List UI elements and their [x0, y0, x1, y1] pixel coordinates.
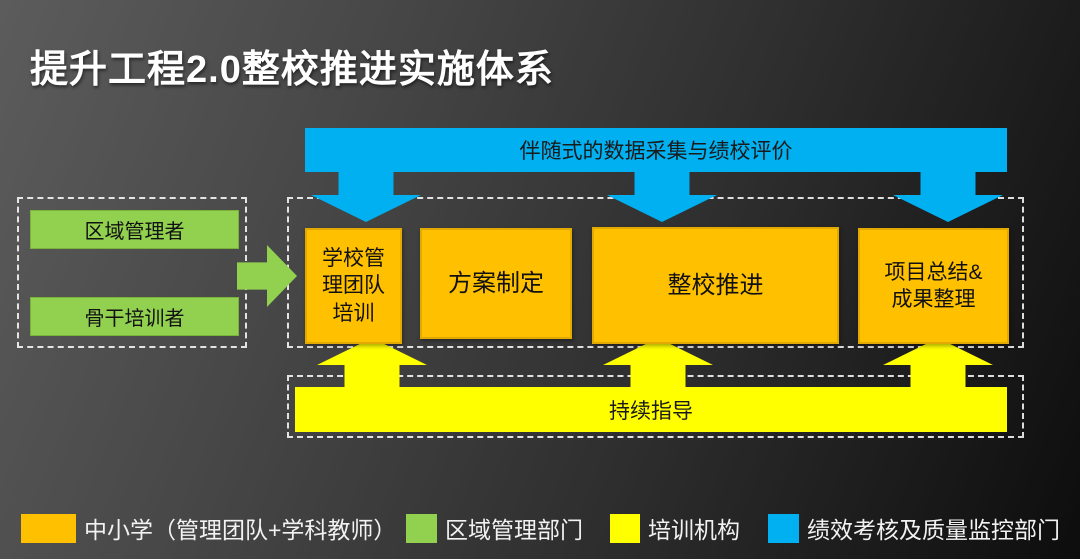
step-project-summary: 项目总结& 成果整理 — [858, 228, 1009, 344]
legend-label: 中小学（管理团队+学科教师） — [84, 517, 397, 543]
top-banner: 伴随式的数据采集与绩校评价 — [305, 128, 1007, 172]
step-whole-school-advance: 整校推进 — [592, 227, 839, 344]
legend-swatch-blue — [768, 513, 799, 543]
legend-swatch-orange — [21, 513, 76, 543]
region-manager-label: 区域管理者 — [84, 221, 185, 243]
page-title: 提升工程2.0整校推进实施体系 — [30, 49, 554, 91]
legend-swatch-green — [406, 513, 437, 543]
bottom-banner-label: 持续指导 — [609, 399, 693, 423]
legend-swatch-yellow — [610, 513, 640, 543]
step-label: 整校推进 — [667, 271, 764, 299]
legend-label: 培训机构 — [648, 517, 740, 543]
legend-item-monitor: 绩效考核及质量监控部门 — [768, 513, 1060, 543]
legend-label: 绩效考核及质量监控部门 — [807, 517, 1060, 543]
legend-item-school: 中小学（管理团队+学科教师） — [21, 513, 396, 543]
top-banner-label: 伴随式的数据采集与绩校评价 — [519, 140, 793, 163]
backbone-trainer-box: 骨干培训者 — [30, 297, 239, 336]
step-label: 学校管 理团队 培训 — [322, 247, 385, 325]
legend-item-region: 区域管理部门 — [406, 513, 583, 543]
step-label: 方案制定 — [448, 269, 544, 297]
step-label: 项目总结& 成果整理 — [884, 260, 983, 311]
step-school-team-training: 学校管 理团队 培训 — [305, 228, 402, 344]
legend-label: 区域管理部门 — [445, 517, 583, 543]
step-plan-making: 方案制定 — [420, 228, 572, 339]
bottom-banner: 持续指导 — [295, 387, 1007, 432]
legend-item-training: 培训机构 — [610, 513, 740, 543]
region-manager-box: 区域管理者 — [30, 210, 239, 249]
backbone-trainer-label: 骨干培训者 — [84, 308, 185, 330]
